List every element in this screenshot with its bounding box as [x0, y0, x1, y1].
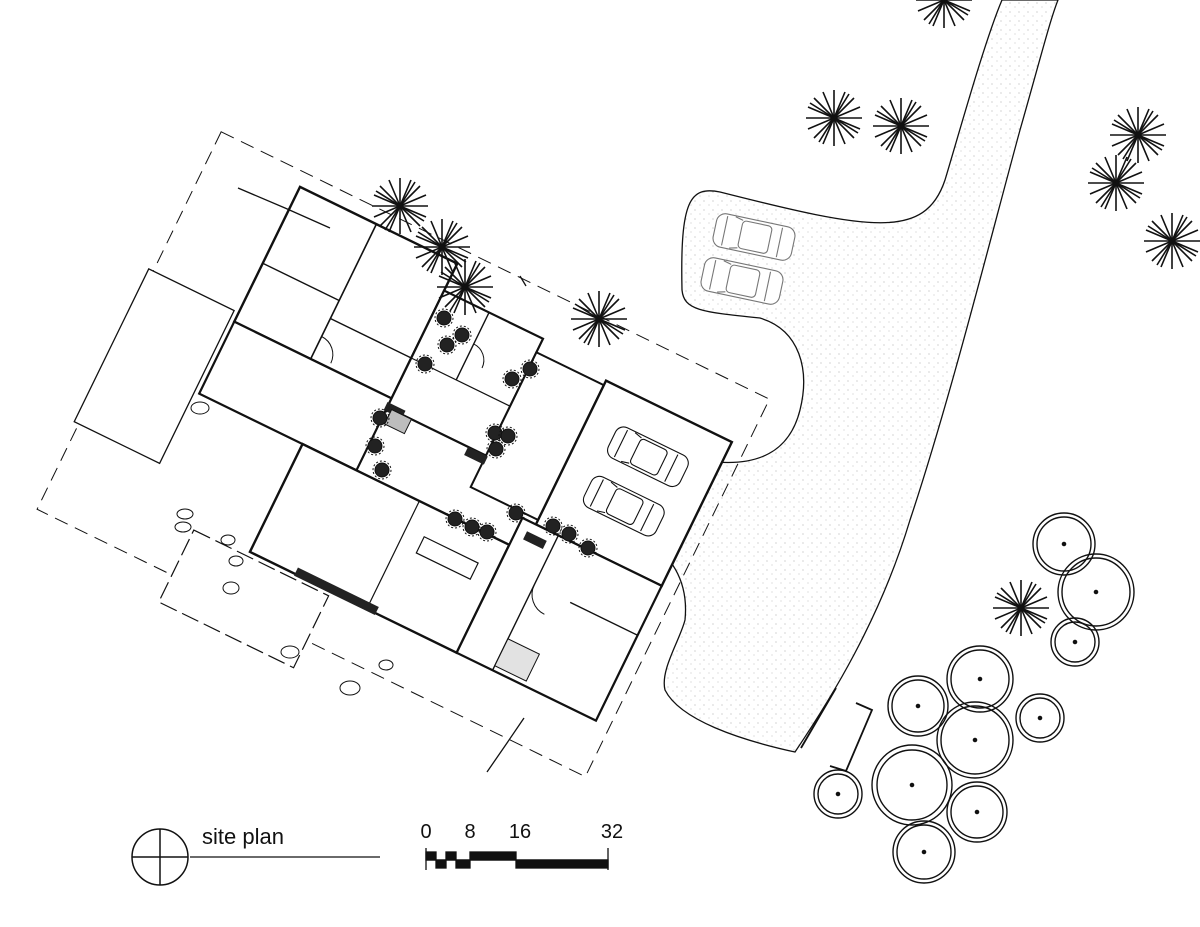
north-arrow-icon [131, 828, 189, 886]
driveway [639, 0, 1059, 753]
canopy-trees [813, 512, 1135, 884]
scale-tick-label: 8 [464, 821, 476, 843]
entry-gate [800, 687, 874, 773]
house-plan [36, 131, 771, 778]
stepping-stones [174, 401, 394, 696]
scale-tick-label: 16 [508, 821, 532, 843]
scale-tick-label: 0 [420, 821, 432, 843]
plan-title: site plan [202, 824, 284, 849]
scale-bar [425, 848, 609, 870]
scale-tick-label: 32 [600, 821, 624, 843]
fence-line [237, 187, 527, 773]
